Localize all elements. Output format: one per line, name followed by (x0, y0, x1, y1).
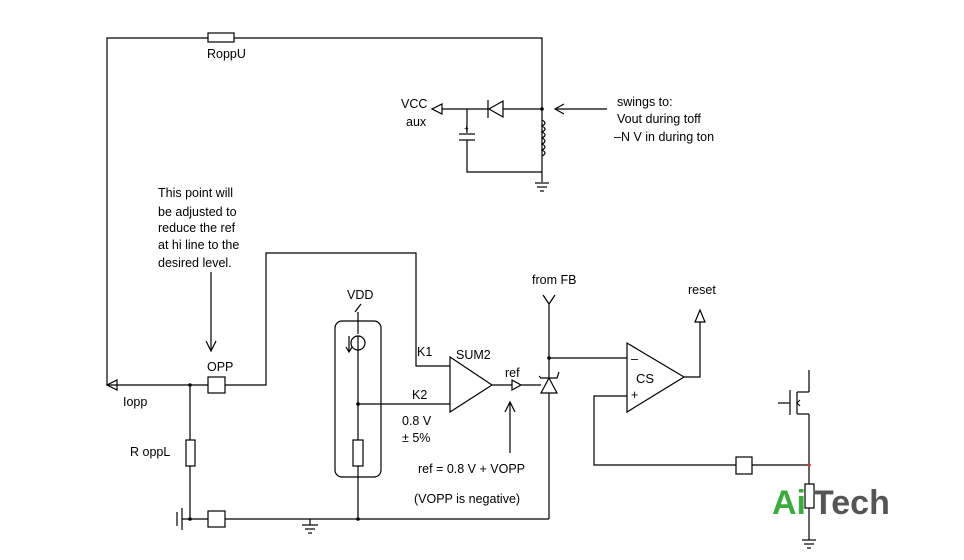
ground-rail (176, 508, 549, 534)
cs-label: CS (636, 371, 654, 386)
sum2-block (449, 355, 541, 453)
from-fb-label: from FB (532, 273, 576, 287)
vdd-label: VDD (347, 288, 373, 302)
v08-label: 0.8 V (402, 414, 432, 428)
cs-plus-label: + (631, 388, 638, 402)
k1-label: K1 (417, 345, 432, 359)
note-line-1: This point will (158, 186, 233, 200)
vdd-block (334, 303, 450, 519)
logo-tech-text: Tech (813, 484, 890, 522)
swings-line-3: –N V in during ton (614, 130, 714, 144)
note-line-3: reduce the ref (158, 221, 236, 235)
pm5-label: ± 5% (402, 431, 430, 445)
svg-text:+: + (464, 124, 469, 133)
note-line-5: desired level. (158, 256, 232, 270)
roppu-wire (106, 32, 543, 385)
opp-node (105, 252, 450, 519)
opp-label: OPP (207, 360, 233, 374)
cs-minus-label: – (631, 352, 638, 366)
logo-ai-text: Ai (772, 484, 806, 522)
iopp-label: Iopp (123, 395, 147, 409)
zener-clamp (538, 294, 627, 519)
vcc-label: VCC (401, 97, 427, 111)
note-line-4: at hi line to the (158, 238, 239, 252)
aitech-logo: Ai Tech (772, 484, 890, 522)
roppu-label: RoppU (207, 47, 246, 61)
ref-equation-label: ref = 0.8 V + VOPP (418, 462, 525, 476)
cs-comparator (593, 308, 809, 475)
roppl-label: R oppL (130, 445, 170, 459)
swings-line-1: swings to: (617, 95, 673, 109)
note-arrow (205, 272, 217, 353)
aux-winding-section: + (430, 99, 607, 192)
note-line-2: be adjusted to (158, 205, 237, 219)
k2-label: K2 (412, 388, 427, 402)
sum2-label: SUM2 (456, 348, 491, 362)
reset-label: reset (688, 283, 716, 297)
swings-line-2: Vout during toff (617, 112, 701, 126)
vopp-negative-label: (VOPP is negative) (414, 492, 520, 506)
aux-label: aux (406, 115, 427, 129)
ref-label: ref (505, 366, 520, 380)
mosfet-sense (778, 370, 816, 549)
